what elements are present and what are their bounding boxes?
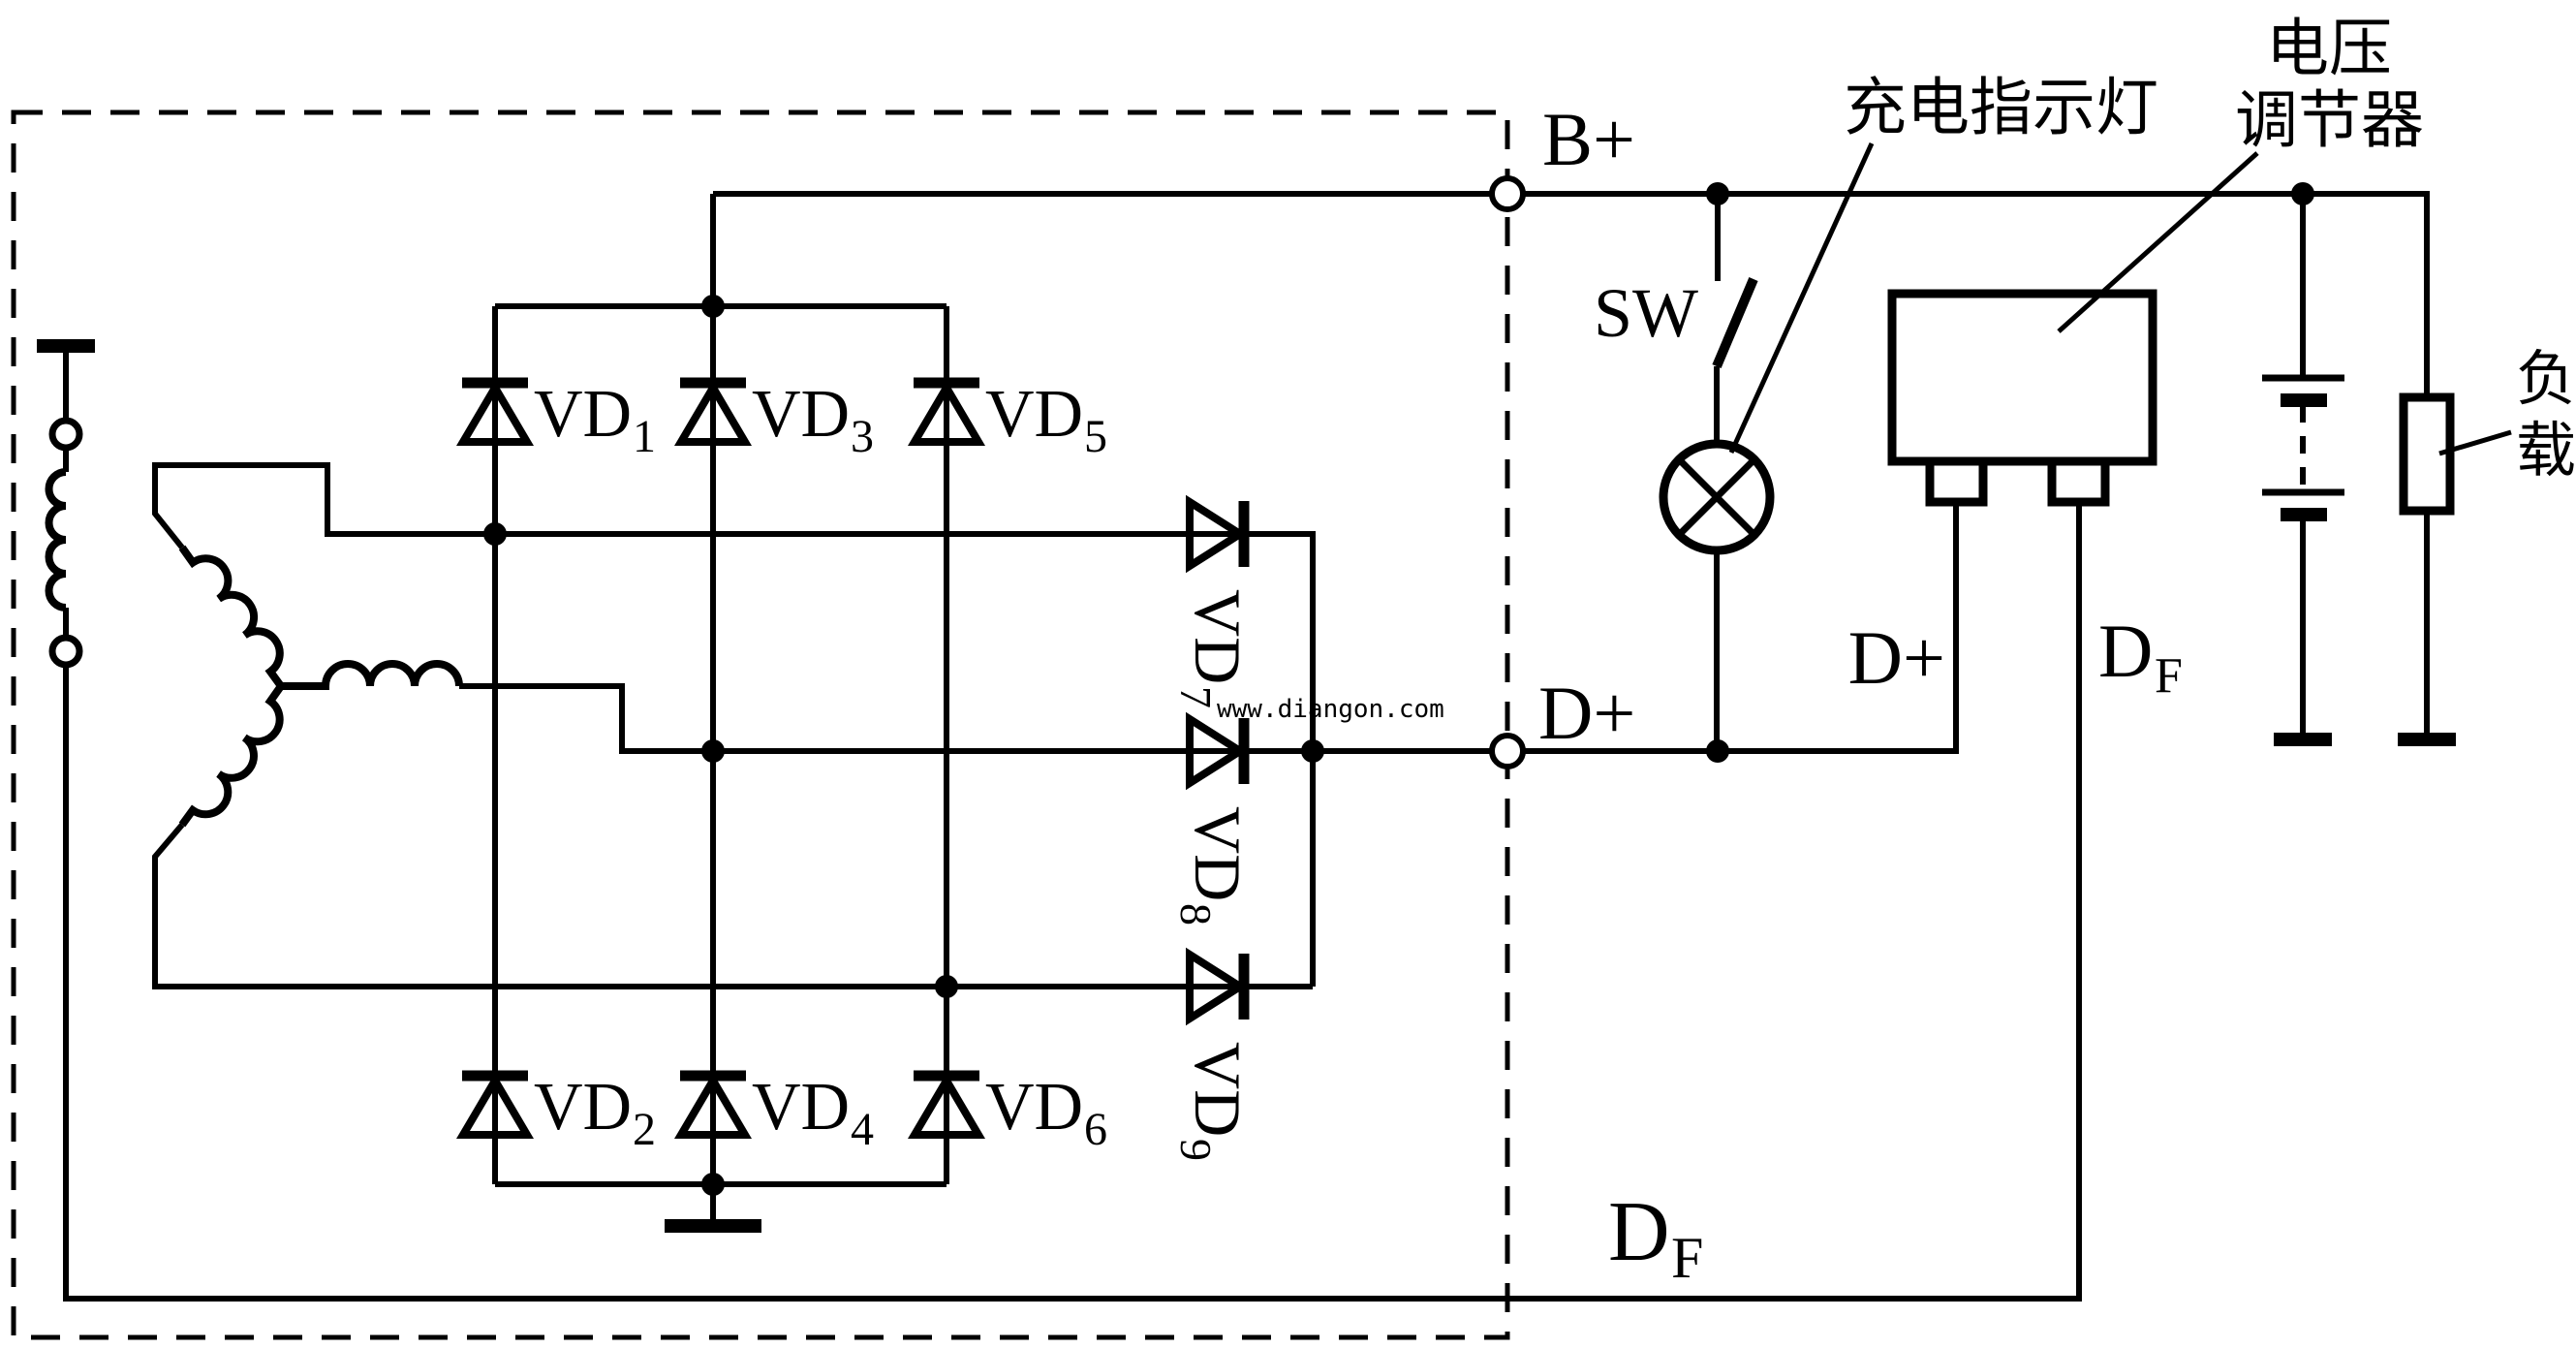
vd5-triangle xyxy=(908,380,985,446)
switch-label: SW xyxy=(1594,274,1698,352)
vd1-triangle xyxy=(456,380,534,446)
regulator-label-line1: 电压 xyxy=(2266,15,2392,84)
lamp-leader-line xyxy=(1728,141,1875,455)
indicator-lamp-icon xyxy=(1659,439,1775,555)
diode-vd3-icon xyxy=(674,377,752,446)
diode-label-vd7-group: VD 7 xyxy=(1171,589,1255,708)
diode-label-vd6-sub: 6 xyxy=(1084,1104,1107,1155)
regulator-pin-df-label-base: D xyxy=(2098,609,2153,693)
diode-label-vd3: VD xyxy=(752,377,850,452)
b-plus-label: B+ xyxy=(1542,97,1635,181)
slip-ring-lower-icon xyxy=(48,634,83,669)
switch-blade-icon xyxy=(1712,277,1758,368)
diode-vd4-icon xyxy=(674,1070,752,1139)
stator-winding3-coil-icon xyxy=(178,683,285,828)
diode-label-vd3-sub: 3 xyxy=(851,411,874,462)
load-leader-line xyxy=(2438,429,2512,456)
regulator-leader-line xyxy=(2057,151,2259,333)
battery-icon xyxy=(2262,374,2344,746)
diode-label-vd9: VD xyxy=(1181,1042,1255,1137)
diode-label-vd8: VD xyxy=(1181,806,1255,901)
junction-dot xyxy=(701,295,725,318)
diode-vd9-icon xyxy=(1186,947,1250,1026)
load-body xyxy=(2399,392,2455,516)
wires xyxy=(37,191,2430,1302)
junction-dot xyxy=(483,522,507,546)
junction-dot xyxy=(701,1173,725,1196)
regulator-body xyxy=(1887,289,2157,466)
diode-label-vd1-sub: 1 xyxy=(633,411,656,462)
diode-label-vd5: VD xyxy=(985,377,1083,452)
diode-vd5-icon xyxy=(908,377,985,446)
watermark-text: www.diangon.com xyxy=(1217,695,1444,724)
regulator-pin-df-label-sub: F xyxy=(2155,648,2183,704)
phase1-left-wire xyxy=(152,462,495,549)
rectifier-bridge xyxy=(456,377,1250,1139)
load-label-char2: 载 xyxy=(2516,419,2576,485)
b-plus-rail-wire xyxy=(713,191,2430,397)
vd6-triangle xyxy=(908,1073,985,1139)
junction-dot xyxy=(1301,739,1324,763)
diode-label-vd2: VD xyxy=(534,1070,632,1145)
alternator-dashed-boundary xyxy=(11,110,1510,1340)
vd7-triangle xyxy=(1186,494,1248,574)
diode-label-vd6: VD xyxy=(985,1070,1083,1145)
diode-vd6-icon xyxy=(908,1070,985,1139)
diode-label-vd9-group: VD 9 xyxy=(1171,1042,1255,1161)
regulator-pin-df xyxy=(2047,456,2110,507)
regulator-pin-dplus-label: D+ xyxy=(1848,615,1945,700)
vd8-triangle xyxy=(1186,711,1248,791)
diode-vd8-icon xyxy=(1186,711,1250,791)
voltage-regulator-box xyxy=(1887,289,2157,507)
diode-label-vd4: VD xyxy=(752,1070,850,1145)
phase2-jog-wire xyxy=(459,683,713,754)
junction-dot xyxy=(1706,182,1729,205)
diode-label-vd2-sub: 2 xyxy=(633,1104,656,1155)
junction-dot xyxy=(2291,182,2314,205)
diode-vd7-icon xyxy=(1186,494,1250,574)
phase2-dplus-wire xyxy=(713,502,1959,754)
rotor-field-coil-icon xyxy=(45,468,67,612)
diode-label-vd7: VD xyxy=(1181,589,1255,684)
regulator-label-line2: 调节器 xyxy=(2235,86,2424,156)
load-label-char1: 负 xyxy=(2516,347,2576,413)
d-plus-label: D+ xyxy=(1538,671,1635,755)
slip-ring-upper-icon xyxy=(48,417,83,452)
diode-label-vd8-group: VD 8 xyxy=(1171,806,1255,925)
vd4-triangle xyxy=(674,1073,752,1139)
b-plus-terminal-icon xyxy=(1489,175,1526,212)
lamp-circle xyxy=(1659,439,1775,555)
vd9-triangle xyxy=(1186,947,1248,1026)
diode-label-vd9-sub: 9 xyxy=(1171,1139,1221,1161)
lamp-cross xyxy=(1676,456,1757,538)
junction-dot xyxy=(935,975,958,998)
diode-vd1-icon xyxy=(456,377,534,446)
diode-label-vd4-sub: 4 xyxy=(851,1104,874,1155)
diode-label-vd8-sub: 8 xyxy=(1171,903,1221,925)
d-plus-terminal-icon xyxy=(1489,733,1526,769)
stator-winding2-coil-icon xyxy=(281,660,463,690)
junction-dot xyxy=(701,739,725,763)
phase3-rail-wire xyxy=(152,823,1313,989)
diode-label-vd7-sub: 7 xyxy=(1171,686,1221,708)
load-resistor-icon xyxy=(2398,392,2456,746)
diode-label-vd1: VD xyxy=(534,377,632,452)
junction-dot xyxy=(1706,739,1729,763)
charge-lamp-label: 充电指示灯 xyxy=(1844,74,2158,143)
vd2-triangle xyxy=(456,1073,534,1139)
vd3-triangle xyxy=(674,380,752,446)
phase1-rail-and-bus xyxy=(495,531,1316,987)
df-bus-label-base: D xyxy=(1608,1185,1670,1279)
regulator-pin-d-plus xyxy=(1925,456,1988,507)
diode-vd2-icon xyxy=(456,1070,534,1139)
junction-dots xyxy=(483,182,2314,1196)
diode-label-vd5-sub: 5 xyxy=(1084,411,1107,462)
stator-winding1-coil-icon xyxy=(178,545,285,689)
df-bus-label-sub: F xyxy=(1671,1226,1703,1290)
df-return-wire xyxy=(63,502,2082,1302)
